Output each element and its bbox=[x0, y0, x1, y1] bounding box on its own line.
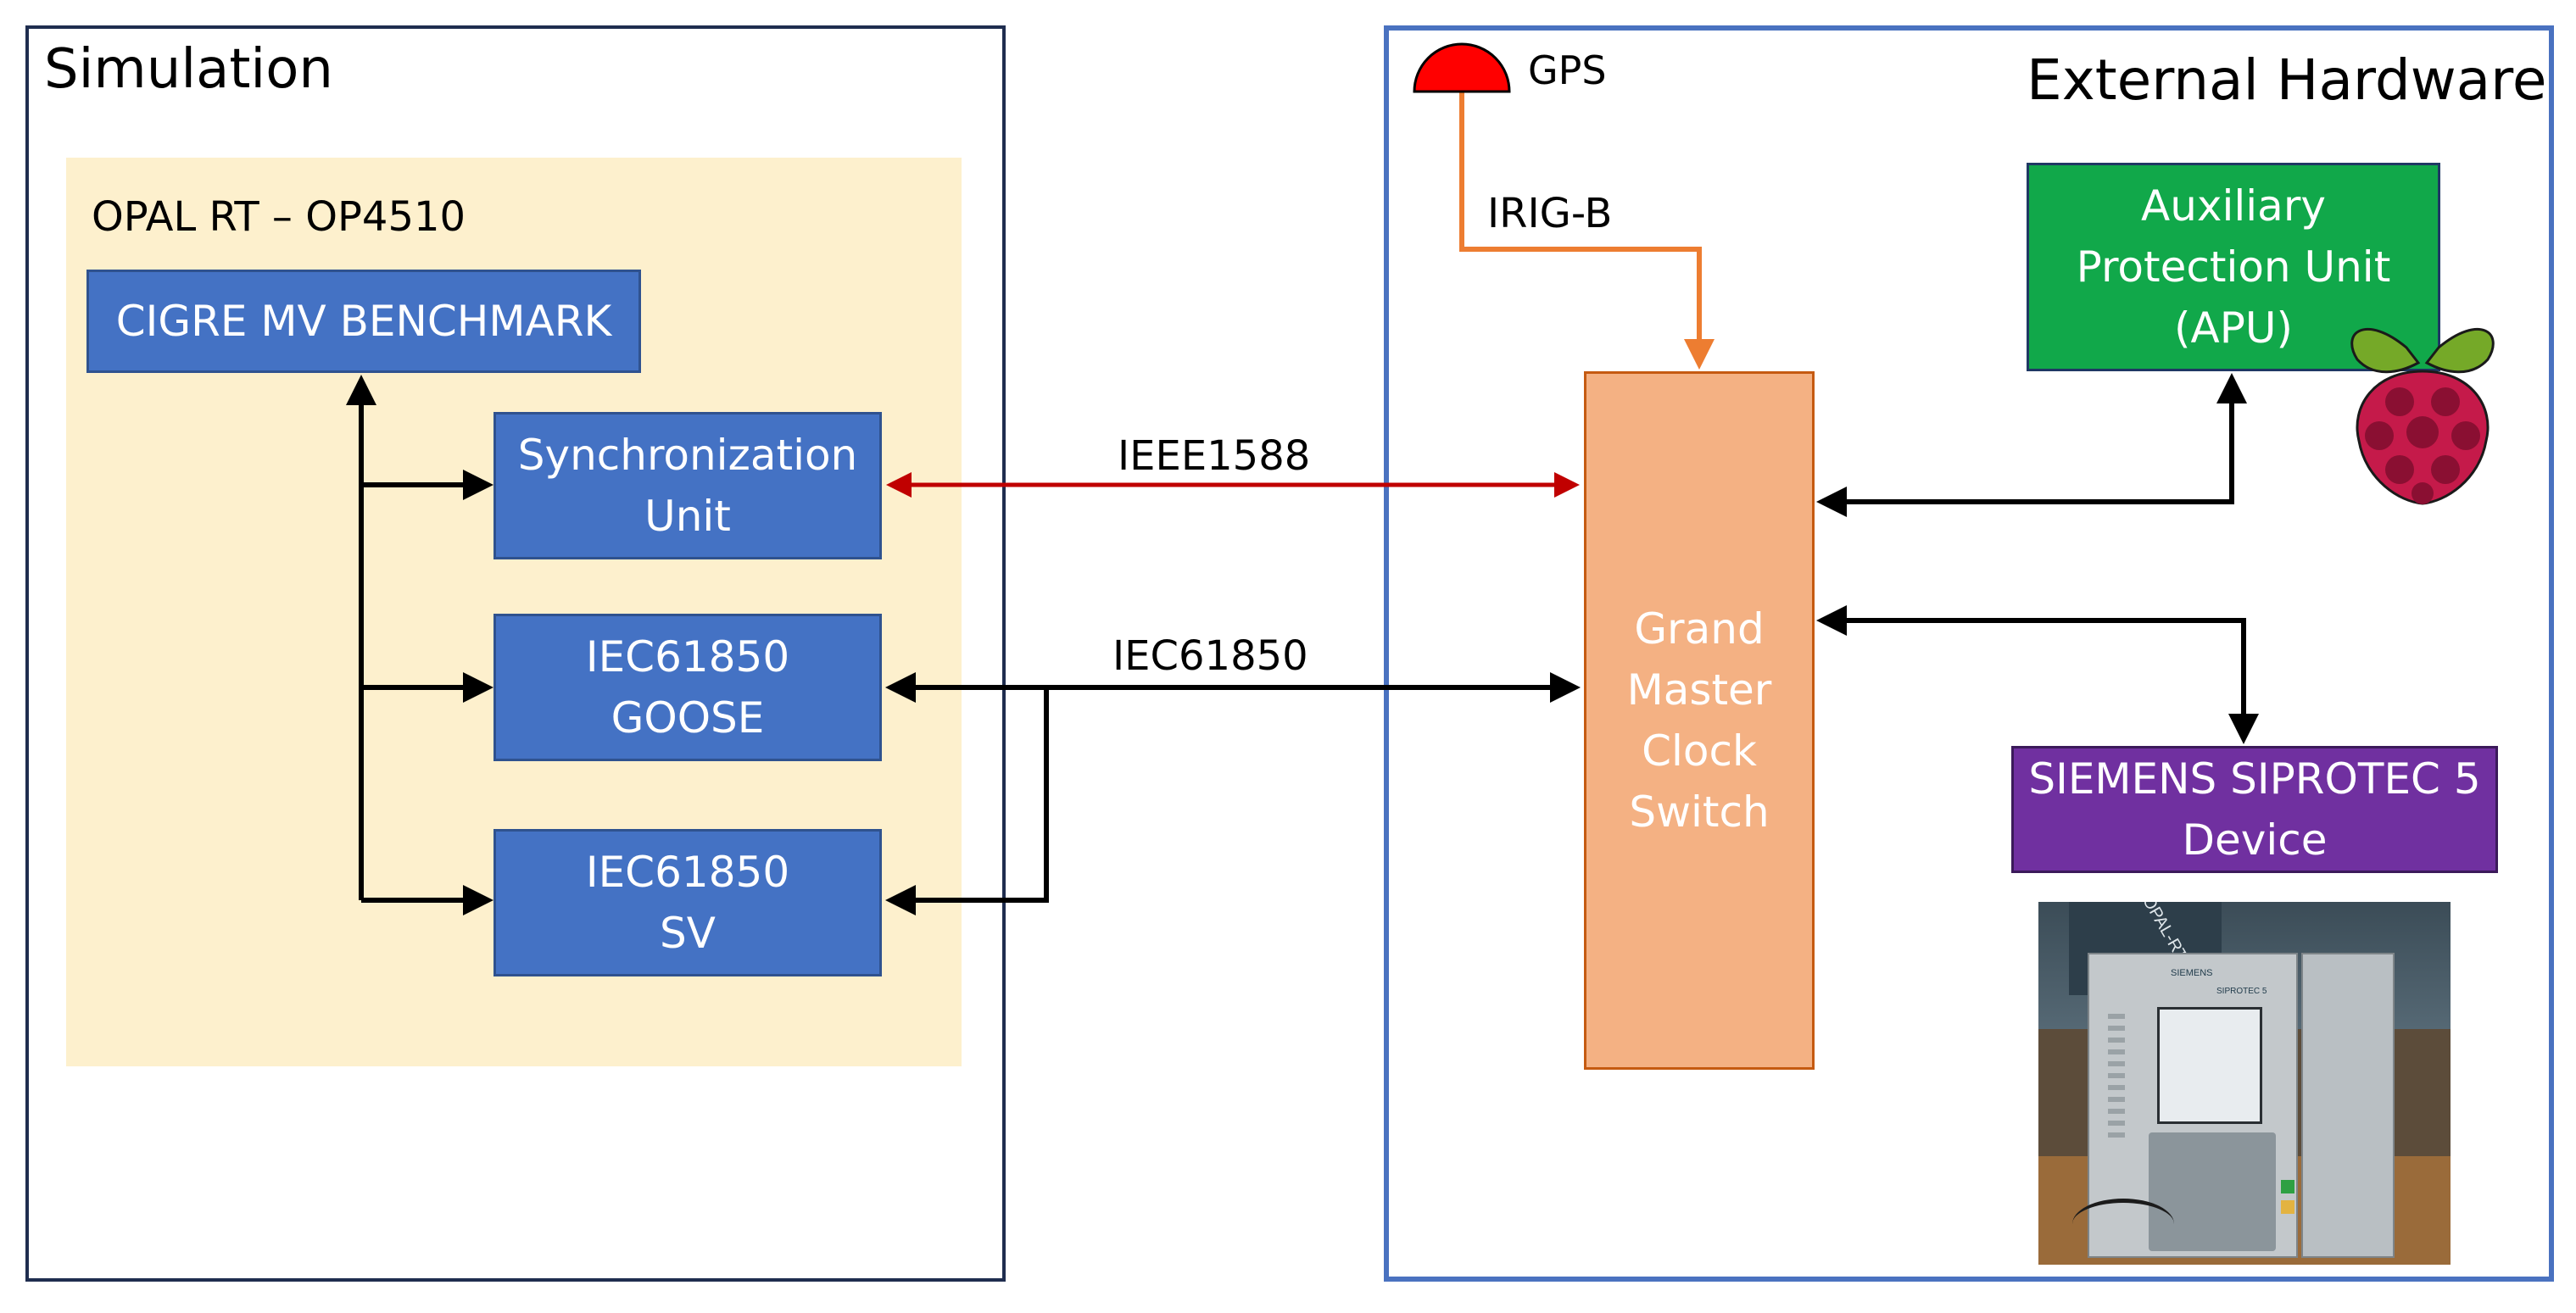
irig-b-line bbox=[1459, 92, 1715, 370]
goose-label-1: IEC61850 bbox=[585, 632, 790, 682]
apu-label-1: Auxiliary bbox=[2141, 181, 2326, 231]
gmc-label-1: Grand bbox=[1634, 604, 1765, 654]
ieee1588-label: IEEE1588 bbox=[1118, 432, 1311, 480]
hardware-title: External Hardware bbox=[2027, 47, 2547, 113]
sv-box: IEC61850 SV bbox=[493, 829, 882, 976]
sv-label-1: IEC61850 bbox=[585, 848, 790, 897]
simulation-frame bbox=[25, 25, 1006, 1282]
gmc-label-2: Master bbox=[1626, 665, 1772, 715]
cigre-box: CIGRE MV BENCHMARK bbox=[86, 270, 641, 373]
gmc-siemens-arrow bbox=[1816, 605, 2259, 744]
gps-icon bbox=[1413, 42, 1511, 93]
siprotec-photo: OPAL-RT SIEMENS SIPROTEC 5 bbox=[2038, 902, 2451, 1265]
photo-led-column bbox=[2108, 1014, 2125, 1141]
photo-model: SIPROTEC 5 bbox=[2216, 987, 2267, 996]
irig-label: IRIG-B bbox=[1487, 190, 1613, 237]
gmc-label-3: Clock bbox=[1642, 726, 1757, 776]
photo-screen bbox=[2157, 1007, 2262, 1124]
sv-label-2: SV bbox=[660, 909, 716, 958]
raspberry-pi-icon bbox=[2350, 328, 2495, 505]
photo-cables bbox=[2072, 1199, 2174, 1249]
siemens-label-1: SIEMENS SIPROTEC 5 bbox=[2028, 754, 2481, 804]
gmc-label-4: Switch bbox=[1629, 787, 1770, 837]
iec61850-label: IEC61850 bbox=[1112, 632, 1308, 680]
goose-label-2: GOOSE bbox=[611, 693, 765, 743]
iec61850-sv-branch bbox=[885, 687, 1049, 915]
siemens-label-2: Device bbox=[2182, 815, 2328, 865]
sync-unit-box: Synchronization Unit bbox=[493, 412, 882, 559]
photo-device-side bbox=[2301, 953, 2395, 1258]
simulation-title: Simulation bbox=[44, 38, 333, 101]
siemens-box: SIEMENS SIPROTEC 5 Device bbox=[2011, 746, 2498, 873]
gps-label: GPS bbox=[1528, 47, 1607, 93]
goose-box: IEC61850 GOOSE bbox=[493, 614, 882, 761]
grand-master-clock-box: Grand Master Clock Switch bbox=[1584, 371, 1815, 1070]
hardware-frame bbox=[1384, 25, 2554, 1282]
sync-label-1: Synchronization bbox=[517, 431, 858, 480]
opal-label: OPAL RT – OP4510 bbox=[92, 193, 466, 241]
photo-key-yellow bbox=[2281, 1200, 2294, 1214]
apu-label-2: Protection Unit bbox=[2076, 242, 2391, 292]
photo-key-green bbox=[2281, 1180, 2294, 1193]
cigre-label: CIGRE MV BENCHMARK bbox=[115, 297, 612, 346]
sync-label-2: Unit bbox=[644, 492, 731, 541]
gmc-apu-arrow bbox=[1816, 373, 2247, 517]
photo-brand: SIEMENS bbox=[2171, 968, 2213, 978]
apu-label-3: (APU) bbox=[2174, 303, 2293, 353]
